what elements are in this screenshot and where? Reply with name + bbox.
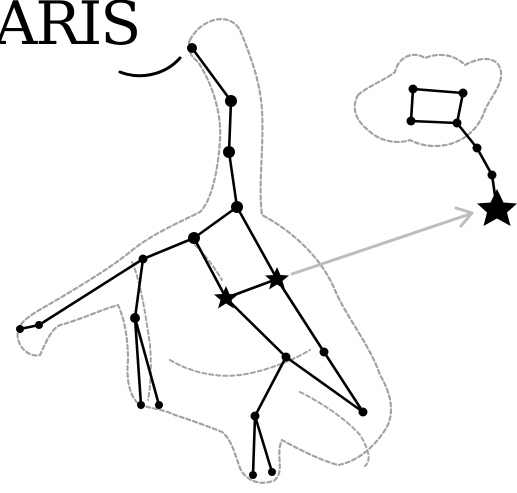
star xyxy=(407,117,416,126)
bright-star-icon xyxy=(265,267,289,290)
title-swoosh xyxy=(120,58,180,76)
star xyxy=(359,408,368,417)
star xyxy=(155,401,163,409)
star xyxy=(409,85,418,94)
page-title: ARIS xyxy=(0,0,139,54)
star xyxy=(249,471,257,479)
big-bear-outline xyxy=(18,19,391,483)
pointer-arrow xyxy=(292,208,472,274)
star xyxy=(130,313,140,323)
star xyxy=(282,353,291,362)
big-bear-stars xyxy=(16,43,368,479)
big-bear-lines xyxy=(20,48,363,475)
star xyxy=(488,171,497,180)
star xyxy=(137,401,145,409)
star xyxy=(320,348,329,357)
polaris-star-icon xyxy=(477,189,517,226)
star xyxy=(225,95,237,107)
small-bear-lines xyxy=(411,89,497,209)
star xyxy=(251,412,260,421)
star xyxy=(16,325,24,333)
star xyxy=(473,144,482,153)
star xyxy=(139,255,148,264)
star xyxy=(231,201,243,213)
small-bear-outline xyxy=(355,55,501,146)
star xyxy=(187,43,197,53)
star xyxy=(453,119,462,128)
star xyxy=(459,89,468,98)
star xyxy=(223,146,235,158)
star xyxy=(268,468,276,476)
star xyxy=(35,321,43,329)
star xyxy=(188,232,200,244)
